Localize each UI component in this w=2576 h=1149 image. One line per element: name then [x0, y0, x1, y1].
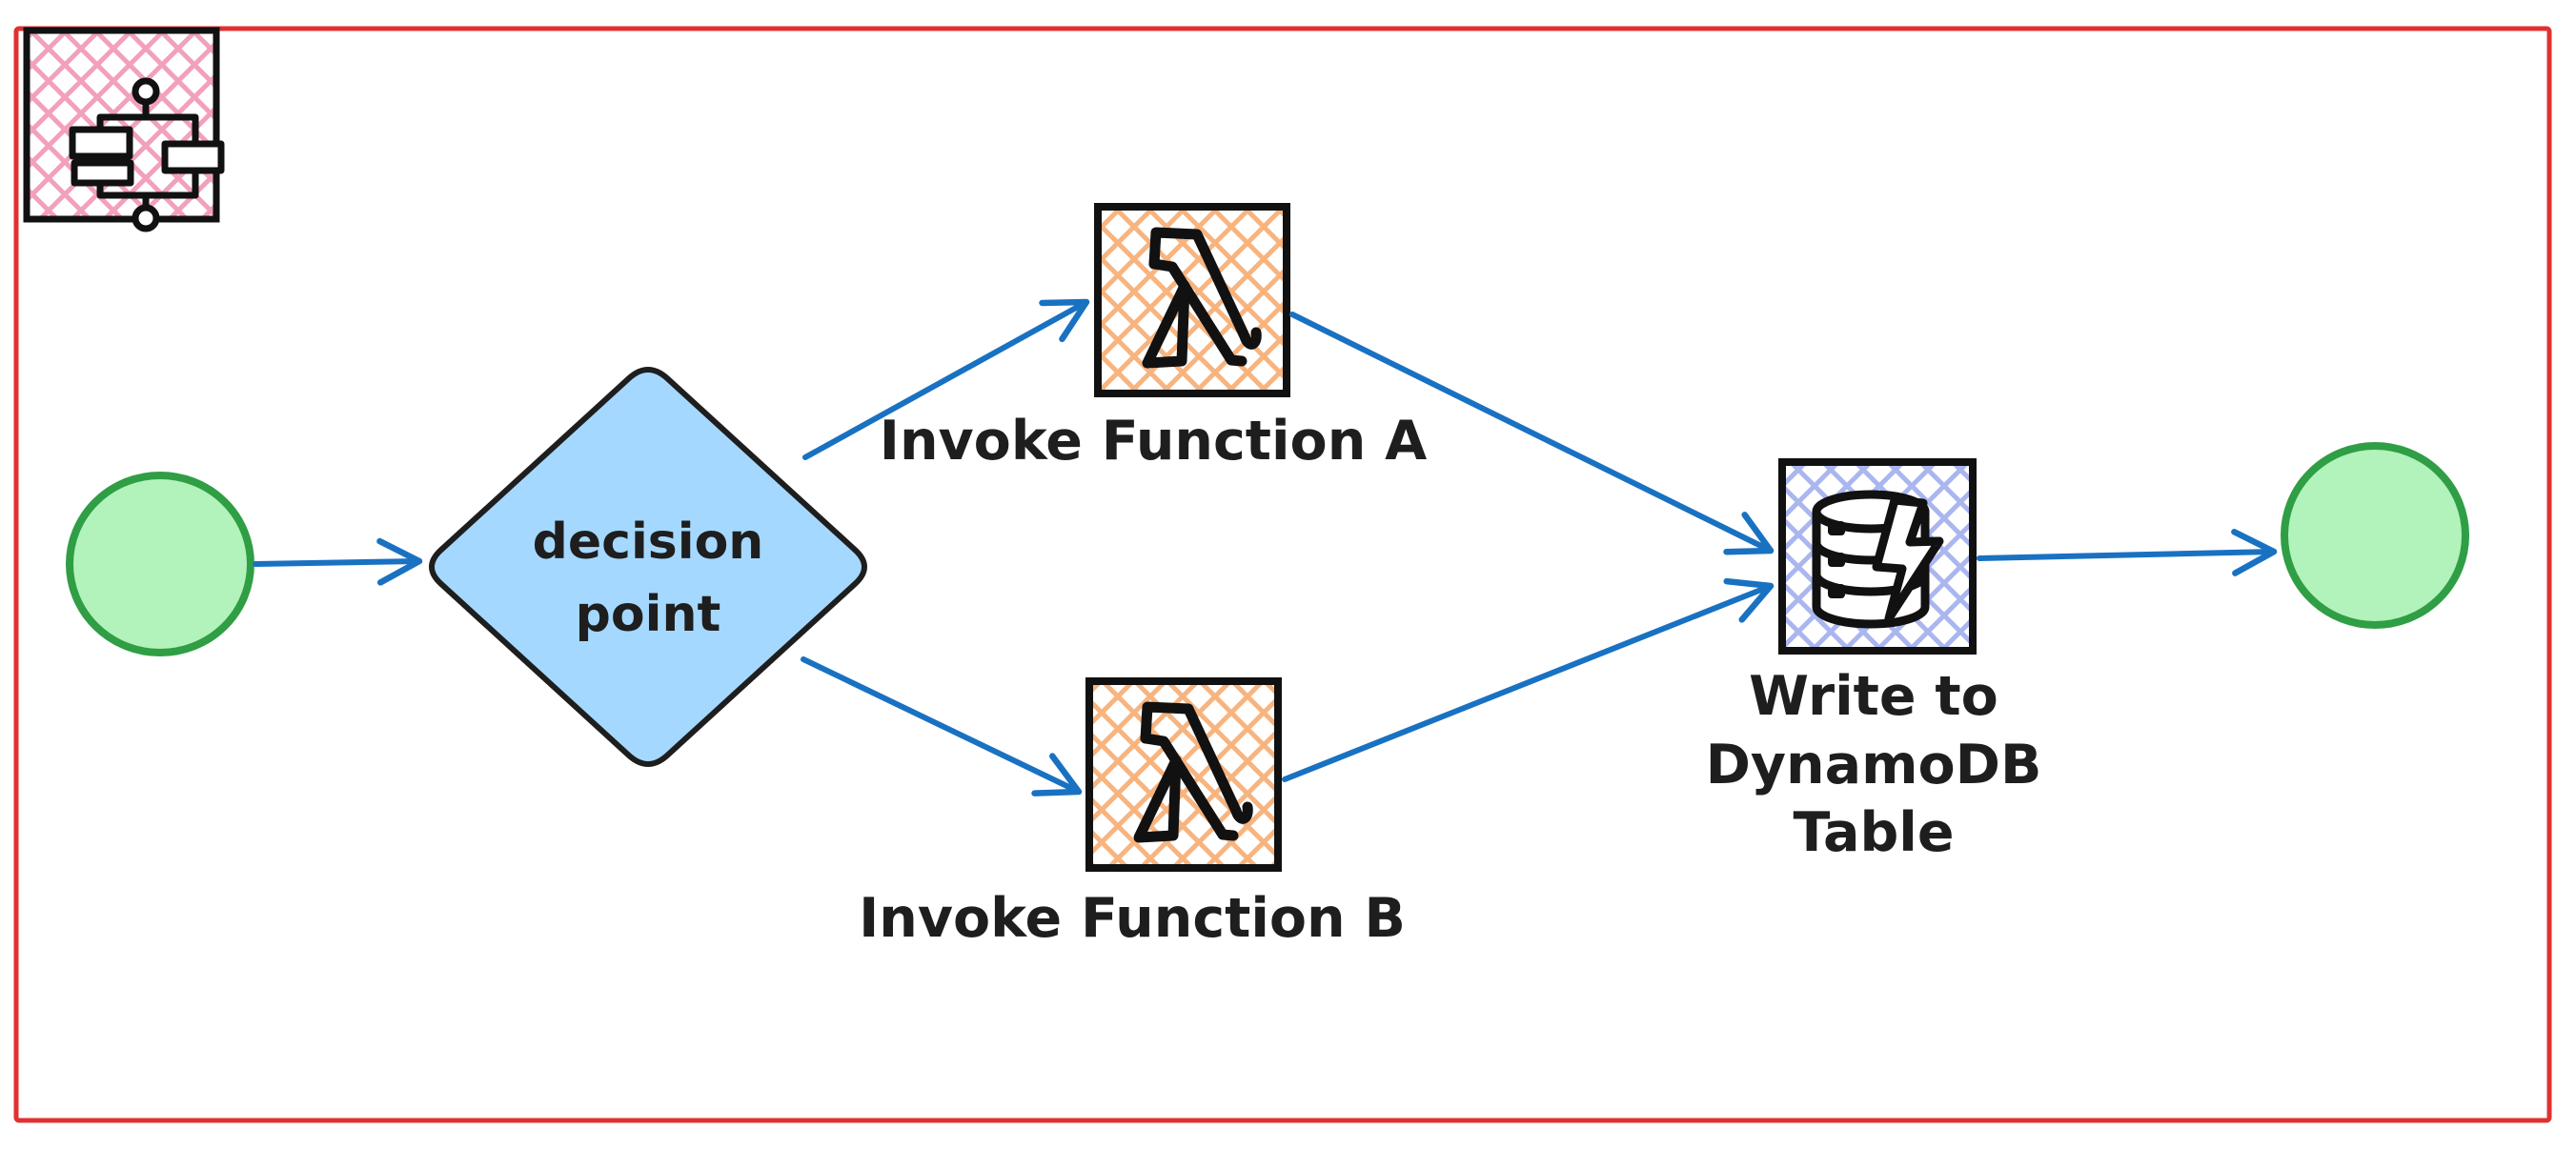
- dynamodb-label-line1[interactable]: Write to: [1749, 665, 1998, 728]
- start-node[interactable]: [66, 472, 254, 656]
- workflow-frame[interactable]: [13, 26, 2552, 1123]
- edge-lambda-b-to-dynamodb[interactable]: [1282, 577, 1775, 782]
- lambda-a-node[interactable]: Invoke Function A: [880, 203, 1428, 473]
- lambda-a-label[interactable]: Invoke Function A: [880, 410, 1428, 473]
- workflow-glyph: [69, 77, 225, 232]
- dynamodb-node[interactable]: Write to DynamoDB Table: [1706, 458, 2042, 864]
- end-node[interactable]: [2281, 442, 2469, 629]
- lambda-b-label[interactable]: Invoke Function B: [859, 887, 1406, 950]
- lambda-b-node[interactable]: Invoke Function B: [859, 677, 1406, 950]
- edge-decision-to-lambda-b[interactable]: [801, 656, 1083, 796]
- dynamodb-label-line3[interactable]: Table: [1794, 801, 1955, 864]
- edge-lambda-a-to-dynamodb[interactable]: [1289, 312, 1775, 555]
- lambda-glyph: [1142, 227, 1262, 369]
- edge-dynamodb-to-end[interactable]: [1977, 529, 2278, 576]
- edge-start-to-decision[interactable]: [253, 537, 423, 586]
- lambda-glyph: [1133, 701, 1253, 843]
- dynamodb-glyph: [1812, 490, 1944, 629]
- dynamodb-label-line2[interactable]: DynamoDB: [1706, 734, 2042, 796]
- decision-label-line2[interactable]: point: [576, 586, 721, 643]
- edge-decision-to-lambda-a[interactable]: [802, 298, 1090, 460]
- decision-label-line1[interactable]: decision: [533, 514, 764, 571]
- decision-node[interactable]: decision point: [429, 367, 867, 767]
- step-functions-workflow-icon[interactable]: [23, 27, 225, 232]
